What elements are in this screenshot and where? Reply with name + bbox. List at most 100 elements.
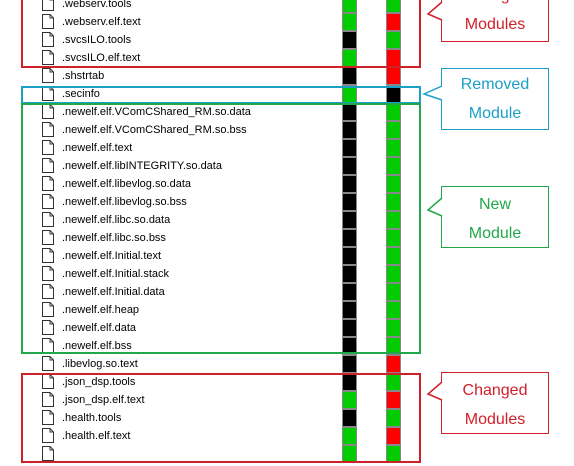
file-row[interactable]: .newelf.elf.VComCShared_RM.so.data xyxy=(0,103,574,121)
file-icon xyxy=(42,230,54,245)
changed-modules-top-callout-tail xyxy=(426,1,443,21)
file-icon xyxy=(42,122,54,137)
file-row[interactable]: .libevlog.so.text xyxy=(0,355,574,373)
file-name: .newelf.elf.libc.so.bss xyxy=(62,232,166,244)
removed-module-callout: Removed Module xyxy=(441,68,549,130)
removed-module-box xyxy=(21,86,421,104)
callout-line2: Modules xyxy=(464,16,526,33)
file-icon xyxy=(42,266,54,281)
file-name: .newelf.elf.libevlog.so.data xyxy=(62,178,192,190)
status-cell-a xyxy=(342,121,357,139)
status-cell-b xyxy=(386,319,401,337)
callout-line2: Module xyxy=(468,225,522,242)
callout-line1: New xyxy=(478,196,511,213)
file-name: .secinfo xyxy=(62,88,100,100)
file-icon xyxy=(42,302,54,317)
file-row[interactable]: .secinfo xyxy=(0,85,574,103)
file-row[interactable]: .health.tools xyxy=(0,409,574,427)
file-row[interactable]: .shstrtab xyxy=(0,67,574,85)
file-row[interactable]: .newelf.elf.bss xyxy=(0,337,574,355)
status-cell-b xyxy=(386,193,401,211)
changed-modules-top-box xyxy=(21,0,421,68)
removed-module-callout-tail xyxy=(421,85,443,101)
file-row[interactable]: .newelf.elf.libc.so.bss xyxy=(0,229,574,247)
status-cell-a xyxy=(342,283,357,301)
status-cell-a xyxy=(342,157,357,175)
file-name: .newelf.elf.heap xyxy=(62,304,140,316)
status-cell-a xyxy=(342,211,357,229)
file-name: .webserv.elf.text xyxy=(62,16,141,28)
status-cell-a xyxy=(342,391,357,409)
status-cell-b xyxy=(386,265,401,283)
status-cell-b xyxy=(386,391,401,409)
status-cell-a xyxy=(342,409,357,427)
file-icon xyxy=(42,194,54,209)
status-cell-b xyxy=(386,409,401,427)
status-cell-b xyxy=(386,157,401,175)
status-cell-a xyxy=(342,229,357,247)
status-cell-a xyxy=(342,67,357,85)
file-icon xyxy=(42,356,54,371)
file-icon xyxy=(42,320,54,335)
file-name: .newelf.elf.bss xyxy=(62,340,132,352)
file-name: .health.elf.text xyxy=(62,430,131,442)
file-row[interactable]: .newelf.elf.Initial.stack xyxy=(0,265,574,283)
callout-line1: Changed xyxy=(462,382,528,399)
file-row[interactable]: .newelf.elf.Initial.data xyxy=(0,283,574,301)
status-cell-a xyxy=(342,355,357,373)
file-row[interactable]: .webserv.tools xyxy=(0,0,574,13)
status-cell-b xyxy=(386,355,401,373)
file-row[interactable]: .newelf.elf.libc.so.data xyxy=(0,211,574,229)
status-cell-a xyxy=(342,139,357,157)
file-row[interactable]: .json_dsp.elf.text xyxy=(0,391,574,409)
file-name: .newelf.elf.data xyxy=(62,322,136,334)
status-cell-b xyxy=(386,0,401,13)
status-cell-a xyxy=(342,301,357,319)
file-icon xyxy=(42,410,54,425)
status-cell-b xyxy=(386,13,401,31)
file-icon xyxy=(42,68,54,83)
file-name: .json_dsp.elf.text xyxy=(62,394,145,406)
file-name: .newelf.elf.libevlog.so.bss xyxy=(62,196,187,208)
file-row[interactable]: .json_dsp.tools xyxy=(0,373,574,391)
file-row[interactable]: .newelf.elf.VComCShared_RM.so.bss xyxy=(0,121,574,139)
file-name: .newelf.elf.VComCShared_RM.so.data xyxy=(62,106,251,118)
file-row[interactable]: .newelf.elf.text xyxy=(0,139,574,157)
callout-line2: Module xyxy=(468,105,522,122)
status-cell-b xyxy=(386,211,401,229)
status-cell-b xyxy=(386,31,401,49)
status-cell-a xyxy=(342,337,357,355)
file-name: .newelf.elf.Initial.data xyxy=(62,286,165,298)
file-icon xyxy=(42,338,54,353)
status-cell-b xyxy=(386,427,401,445)
new-module-box xyxy=(21,103,421,354)
file-row[interactable]: .newelf.elf.libINTEGRITY.so.data xyxy=(0,157,574,175)
file-row[interactable]: .newelf.elf.Initial.text xyxy=(0,247,574,265)
changed-modules-top-callout: Changed Modules xyxy=(441,0,549,42)
status-cell-a xyxy=(342,175,357,193)
file-icon xyxy=(42,284,54,299)
file-row[interactable]: .newelf.elf.data xyxy=(0,319,574,337)
file-icon xyxy=(42,32,54,47)
file-row[interactable]: .svcsILO.elf.text xyxy=(0,49,574,67)
file-row[interactable]: .health.elf.text xyxy=(0,427,574,445)
file-name: .newelf.elf.Initial.text xyxy=(62,250,162,262)
callout-line1: Removed xyxy=(460,76,530,93)
file-row[interactable]: .newelf.elf.heap xyxy=(0,301,574,319)
file-row[interactable]: .svcsILO.tools xyxy=(0,31,574,49)
file-icon xyxy=(42,0,54,11)
status-cell-a xyxy=(342,319,357,337)
status-cell-a xyxy=(342,31,357,49)
file-name: .webserv.tools xyxy=(62,0,132,10)
file-name: .libevlog.so.text xyxy=(62,358,138,370)
file-row[interactable]: .newelf.elf.libevlog.so.data xyxy=(0,175,574,193)
file-row[interactable]: .newelf.elf.libevlog.so.bss xyxy=(0,193,574,211)
file-icon xyxy=(42,428,54,443)
status-cell-b xyxy=(386,139,401,157)
file-name: .newelf.elf.VComCShared_RM.so.bss xyxy=(62,124,247,136)
file-row[interactable]: .webserv.elf.text xyxy=(0,13,574,31)
file-name: .svcsILO.elf.text xyxy=(62,52,141,64)
changed-modules-bottom-callout: Changed Modules xyxy=(441,372,549,434)
status-cell-b xyxy=(386,175,401,193)
file-icon xyxy=(42,248,54,263)
